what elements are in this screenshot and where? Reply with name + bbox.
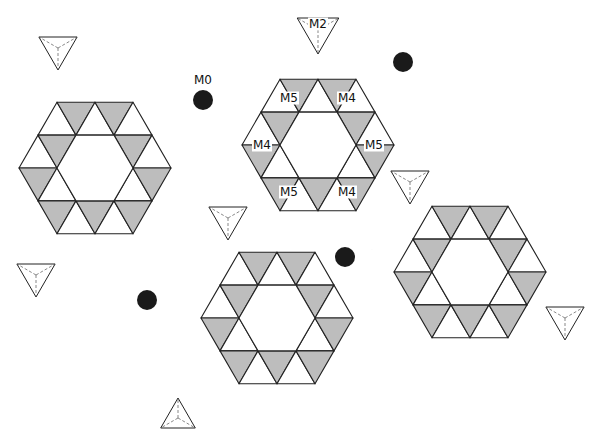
site-label: M5 bbox=[279, 186, 299, 199]
tetrahedron bbox=[161, 398, 196, 428]
octahedron-face bbox=[508, 239, 546, 272]
tetrahedron-edge bbox=[371, 249, 372, 250]
tetrahedron-edge bbox=[161, 418, 178, 428]
octahedron-face bbox=[337, 79, 375, 112]
tetrahedron-edge bbox=[209, 207, 228, 218]
octahedron-face bbox=[508, 272, 546, 305]
tetrahedron-edge bbox=[391, 171, 410, 182]
octahedron-face bbox=[114, 102, 152, 135]
octahedron-face bbox=[296, 252, 334, 285]
ring-hole bbox=[239, 285, 315, 351]
tetrahedron-edge bbox=[410, 182, 411, 204]
site-label: M4 bbox=[252, 139, 272, 152]
tetrahedron-edge bbox=[36, 264, 55, 275]
octahedron-face bbox=[489, 305, 527, 338]
octahedron-face bbox=[114, 201, 152, 234]
tetrahedron bbox=[391, 171, 429, 204]
tetrahedron-edge bbox=[36, 275, 37, 297]
tetrahedron-edge bbox=[228, 218, 229, 240]
octahedron-face bbox=[337, 178, 375, 211]
tetrahedron bbox=[39, 37, 77, 70]
octahedron-face bbox=[296, 351, 334, 384]
tetrahedron-edge bbox=[228, 207, 247, 218]
tetrahedron-edge bbox=[565, 307, 584, 318]
tetrahedron-edge bbox=[178, 398, 179, 418]
cation-site bbox=[393, 52, 413, 72]
site-label: M4 bbox=[337, 186, 357, 199]
cation-site bbox=[137, 290, 157, 310]
tetrahedron-edge bbox=[17, 264, 36, 275]
ring-hole bbox=[280, 112, 356, 178]
tetrahedron-edge bbox=[178, 418, 195, 428]
tetrahedron-edge bbox=[39, 37, 58, 48]
tetrahedron-edge bbox=[565, 318, 566, 340]
octahedron-face bbox=[315, 285, 353, 318]
tetrahedron bbox=[297, 18, 339, 54]
tetrahedron bbox=[209, 207, 247, 240]
site-label: M4 bbox=[337, 92, 357, 105]
site-label: M5 bbox=[364, 139, 384, 152]
site-label: M2 bbox=[308, 18, 328, 31]
site-label: M5 bbox=[279, 92, 299, 105]
tetrahedron-edge bbox=[372, 249, 373, 250]
ring-hole bbox=[432, 239, 508, 305]
tetrahedron-edge bbox=[410, 171, 429, 182]
tetrahedron-edge bbox=[58, 37, 77, 48]
tetrahedron bbox=[546, 307, 584, 340]
tetrahedron-edge bbox=[372, 250, 373, 251]
octahedron-face bbox=[133, 135, 171, 168]
tetrahedron-edge bbox=[58, 48, 59, 70]
tetrahedron-edge bbox=[318, 30, 319, 54]
octahedron-face bbox=[133, 168, 171, 201]
cation-site bbox=[335, 247, 355, 267]
ring-hole bbox=[57, 135, 133, 201]
octahedron-face bbox=[489, 206, 527, 239]
cation-site bbox=[193, 90, 213, 110]
tetrahedron-edge bbox=[546, 307, 565, 318]
tetrahedron bbox=[17, 264, 55, 297]
octahedron-face bbox=[315, 318, 353, 351]
site-label: M0 bbox=[193, 74, 213, 87]
